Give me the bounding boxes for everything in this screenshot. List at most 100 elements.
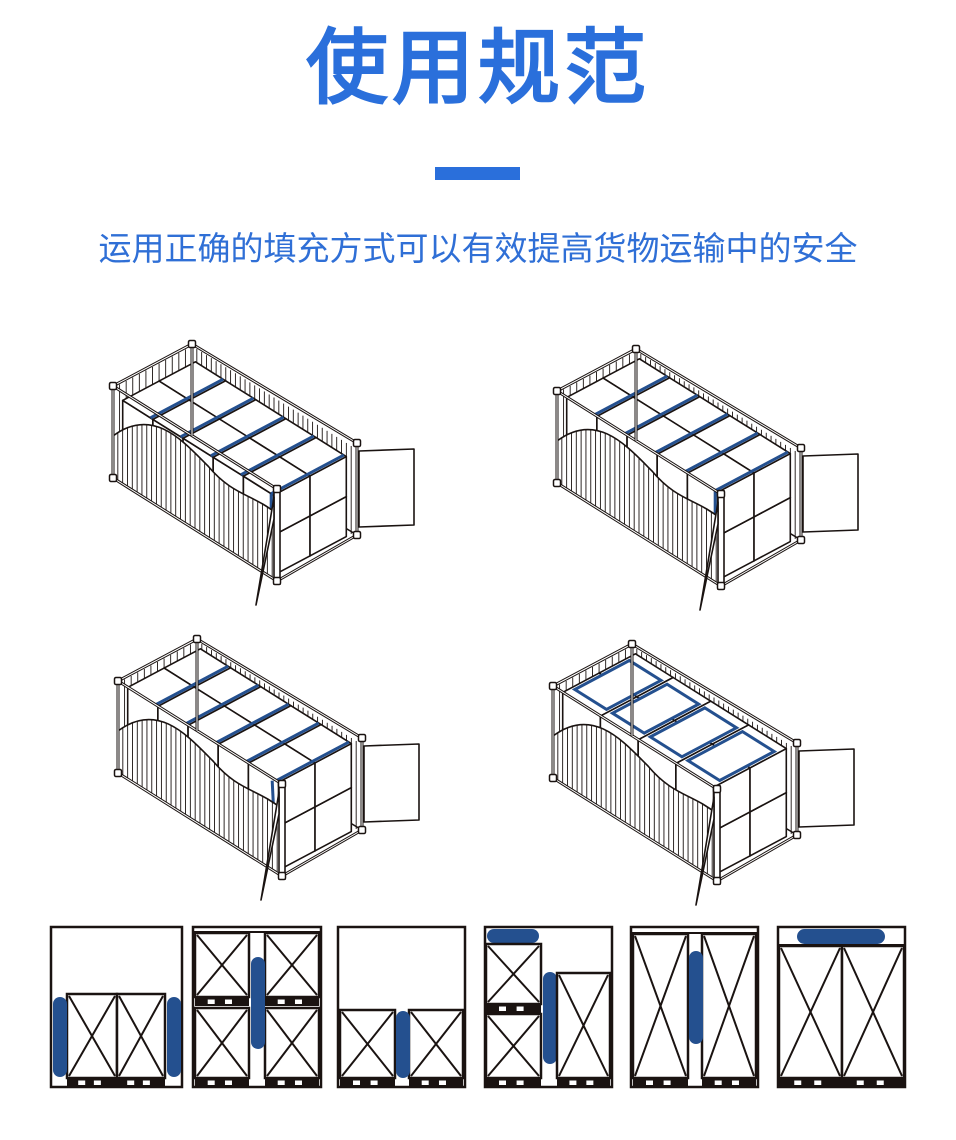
corner-casting (548, 681, 558, 691)
pallet-slot (78, 1080, 86, 1085)
pallet-slot (370, 1080, 378, 1085)
corner-casting (792, 738, 802, 748)
crate-cross (410, 1011, 462, 1077)
pallet (409, 1078, 463, 1087)
title-underline (435, 167, 520, 180)
container-door-left (260, 791, 280, 901)
crate-cross (196, 934, 248, 996)
pallet-slot (663, 1080, 671, 1085)
corner-casting (552, 386, 562, 396)
pallet-slot (127, 1080, 135, 1085)
corner-casting (357, 733, 367, 743)
crate-cross (118, 995, 164, 1077)
container-frame-rail-inner (191, 343, 358, 444)
loading-diagram (49, 925, 184, 1089)
corner-casting (552, 478, 562, 488)
pallet-slot (569, 1080, 577, 1085)
corner-casting (113, 676, 123, 686)
pallet (557, 1078, 610, 1087)
container-illustration (113, 634, 420, 901)
container-frame-rail-inner (556, 390, 722, 495)
pallet-slot (277, 1080, 285, 1085)
pallet-slot (794, 1080, 802, 1085)
pallet-slot (876, 1080, 884, 1085)
corner-casting (277, 779, 287, 789)
crate-cross (780, 947, 841, 1077)
pallet-slot (516, 1006, 524, 1011)
container-frame-rail-inner (276, 534, 358, 582)
container-frame-rail-inner (552, 777, 718, 882)
loading-diagram (483, 925, 614, 1089)
corner-casting (272, 576, 282, 586)
pallet-slot (731, 1080, 739, 1085)
crate-cross (266, 934, 318, 996)
loading-diagram (629, 925, 760, 1089)
pallet (633, 1078, 688, 1087)
corner-casting (108, 473, 118, 483)
pallet-slot (224, 1080, 232, 1085)
airbag-top (609, 682, 702, 735)
pallet-slot (646, 1080, 653, 1085)
corner-casting (113, 768, 123, 778)
container-frame-rail-inner (556, 348, 637, 392)
container-frame-rail-inner (635, 348, 802, 449)
container-frame-rail-inner (117, 772, 283, 877)
container-frame-rail-inner (552, 685, 718, 790)
door-post (273, 485, 281, 585)
crate-cross (843, 947, 903, 1077)
airbag (53, 997, 67, 1077)
pallet-slot (586, 1080, 594, 1085)
corner-casting (716, 489, 726, 499)
container-frame-rail-inner (196, 638, 363, 739)
pallet-slot (277, 999, 285, 1004)
corner-casting (352, 438, 362, 448)
airbag (797, 929, 885, 944)
pallet (340, 1078, 395, 1087)
container-door-right (798, 748, 855, 828)
pallet (265, 997, 319, 1006)
airbag-strap (714, 450, 789, 493)
pallet (195, 997, 249, 1006)
pallet-slot (294, 999, 302, 1004)
container-frame-rail-inner (112, 385, 278, 490)
airbag-strap (215, 702, 290, 745)
corner-casting (631, 344, 641, 354)
airbag (167, 997, 181, 1077)
door-post (713, 785, 721, 885)
loading-diagram (776, 925, 907, 1089)
pallet (779, 1078, 904, 1087)
pallet-slot (714, 1080, 722, 1085)
container-frame-rail-inner (556, 482, 722, 587)
airbag-strap (593, 374, 668, 417)
pallet-slot (142, 1080, 150, 1085)
pallet-slot (421, 1080, 429, 1085)
pallet (486, 1004, 541, 1013)
crate-cross (266, 1009, 318, 1077)
corner-casting (192, 634, 202, 644)
container-illustration (108, 339, 415, 606)
corner-casting (187, 339, 197, 349)
box-top-face (242, 456, 311, 496)
airbag-strap (654, 412, 729, 455)
container-illustration (552, 344, 859, 611)
airbag-strap (275, 740, 350, 783)
corner-casting (357, 825, 367, 835)
corner-casting (627, 639, 637, 649)
container-door-left (695, 796, 715, 906)
door-post (278, 780, 286, 880)
corner-casting (108, 381, 118, 391)
pallet (195, 1078, 249, 1087)
crate-cross (341, 1011, 394, 1077)
corner-casting (716, 581, 726, 591)
crate-cross (487, 945, 540, 1003)
container-door-right (358, 448, 415, 528)
airbag-strap (270, 453, 345, 496)
container-door-right (802, 453, 859, 533)
container-frame-rail-inner (631, 643, 798, 744)
crate-cross (634, 935, 687, 1077)
airbag (487, 929, 539, 943)
container-frame-rail-inner (281, 829, 363, 877)
pallet-slot (353, 1080, 360, 1085)
door-post (717, 490, 725, 590)
pallet-slot (516, 1080, 524, 1085)
